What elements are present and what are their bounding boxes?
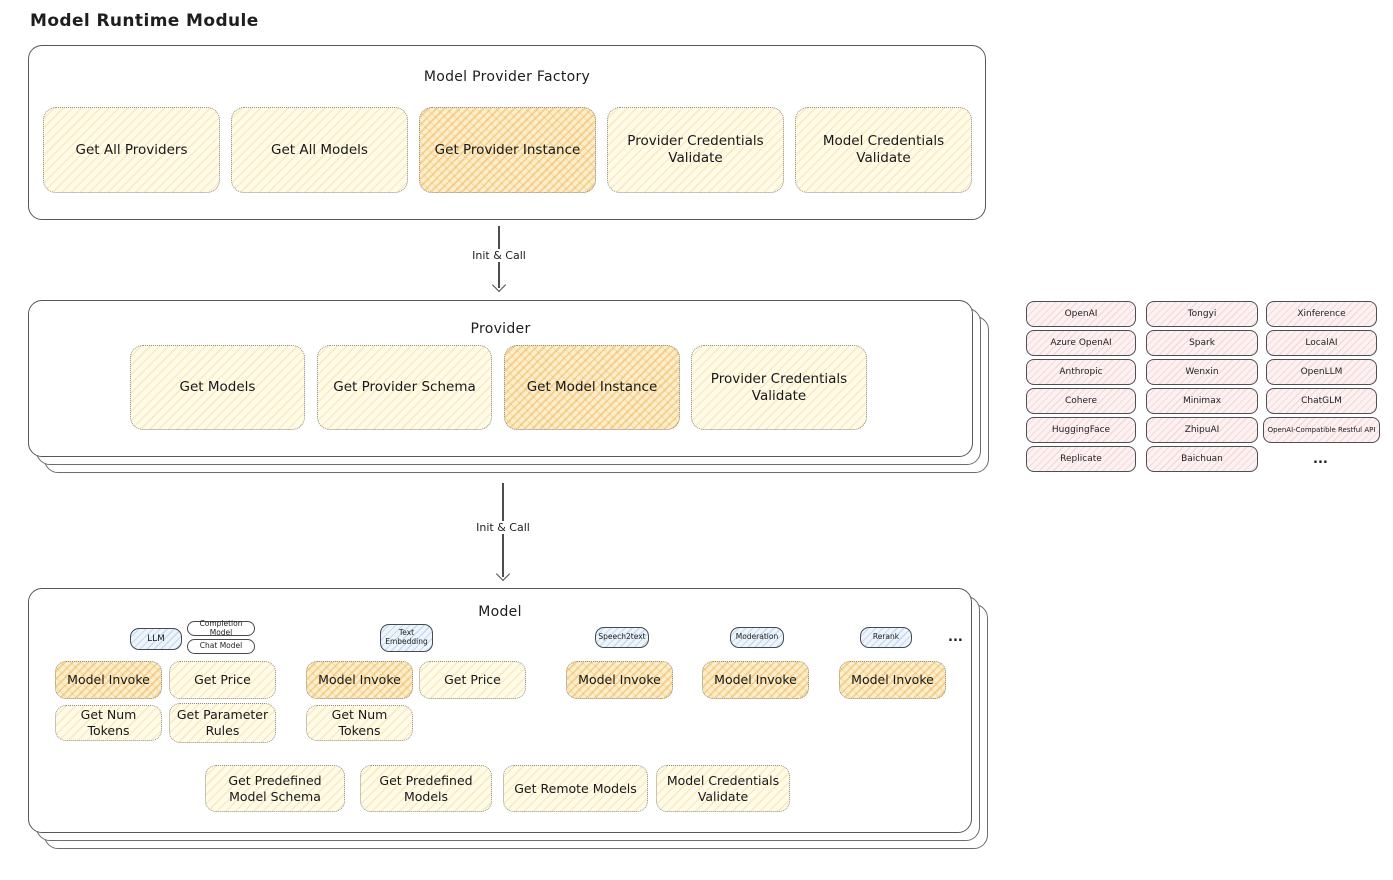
model-node-model-credentials-validate: Model Credentials Validate bbox=[656, 765, 790, 812]
provider-chip-spark: Spark bbox=[1146, 330, 1258, 356]
arrow-label-init-call-2: Init & Call bbox=[469, 521, 537, 534]
model-type-pill-llm: LLM bbox=[130, 628, 182, 650]
model-node-get-remote-models: Get Remote Models bbox=[503, 765, 648, 812]
provider-chip-chatglm: ChatGLM bbox=[1266, 388, 1377, 414]
model-type-pill-rerank: Rerank bbox=[860, 627, 912, 648]
provider-node-provider-credentials-validate: Provider Credentials Validate bbox=[691, 345, 867, 430]
provider-node-get-model-instance: Get Model Instance bbox=[504, 345, 680, 430]
provider-chip-openai: OpenAI bbox=[1026, 301, 1136, 327]
provider-chip-cohere: Cohere bbox=[1026, 388, 1136, 414]
model-node-speech2text-model-invoke: Model Invoke bbox=[566, 661, 673, 699]
provider-chip-replicate: Replicate bbox=[1026, 446, 1136, 472]
model-types-more-ellipsis: ... bbox=[948, 630, 963, 645]
model-type-pill-speech2text: Speech2text bbox=[595, 627, 649, 648]
model-node-text-embedding-get-price: Get Price bbox=[419, 661, 526, 699]
provider-box-title: Provider bbox=[470, 321, 531, 337]
model-type-tag-completion-model: Completion Model bbox=[187, 619, 255, 636]
provider-chip-wenxin: Wenxin bbox=[1146, 359, 1258, 385]
model-box-title: Model bbox=[478, 604, 522, 620]
model-node-llm-get-price: Get Price bbox=[169, 661, 276, 699]
model-type-tag-chat-model: Chat Model bbox=[187, 639, 255, 654]
provider-chip-azure-openai: Azure OpenAI bbox=[1026, 330, 1136, 356]
model-node-text-embedding-model-invoke: Model Invoke bbox=[306, 661, 413, 699]
model-node-get-predefined-models: Get Predefined Models bbox=[360, 765, 492, 812]
model-node-moderation-model-invoke: Model Invoke bbox=[702, 661, 809, 699]
provider-node-get-provider-schema: Get Provider Schema bbox=[317, 345, 492, 430]
provider-chip-zhipuai: ZhipuAI bbox=[1146, 417, 1258, 443]
arrow-label-init-call-1: Init & Call bbox=[465, 249, 533, 262]
factory-node-get-provider-instance: Get Provider Instance bbox=[419, 107, 596, 193]
provider-chip-huggingface: HuggingFace bbox=[1026, 417, 1136, 443]
model-node-get-predefined-model-schema: Get Predefined Model Schema bbox=[205, 765, 345, 812]
provider-chip-localai: LocalAI bbox=[1266, 330, 1377, 356]
factory-box-title: Model Provider Factory bbox=[423, 69, 591, 85]
model-node-rerank-model-invoke: Model Invoke bbox=[839, 661, 946, 699]
model-node-llm-get-num-tokens: Get Num Tokens bbox=[55, 705, 162, 741]
factory-node-get-all-providers: Get All Providers bbox=[43, 107, 220, 193]
provider-chip-xinference: Xinference bbox=[1266, 301, 1377, 327]
factory-node-get-all-models: Get All Models bbox=[231, 107, 408, 193]
provider-chip-openai-compatible-restful-api: OpenAI-Compatible Restful API bbox=[1263, 417, 1380, 443]
provider-chip-minimax: Minimax bbox=[1146, 388, 1258, 414]
provider-chip-tongyi: Tongyi bbox=[1146, 301, 1258, 327]
provider-grid-more-ellipsis: ... bbox=[1313, 452, 1328, 467]
model-type-pill-moderation: Moderation bbox=[730, 627, 784, 648]
provider-chip-openllm: OpenLLM bbox=[1266, 359, 1377, 385]
model-node-llm-get-parameter-rules: Get Parameter Rules bbox=[169, 703, 276, 743]
factory-node-model-credentials-validate: Model Credentials Validate bbox=[795, 107, 972, 193]
page-title: Model Runtime Module bbox=[30, 11, 259, 31]
arrow-down-head-icon bbox=[495, 566, 511, 582]
provider-node-get-models: Get Models bbox=[130, 345, 305, 430]
model-node-text-embedding-get-num-tokens: Get Num Tokens bbox=[306, 705, 413, 741]
model-node-llm-model-invoke: Model Invoke bbox=[55, 661, 162, 699]
model-type-pill-text-embedding: Text Embedding bbox=[380, 624, 433, 652]
factory-node-provider-credentials-validate: Provider Credentials Validate bbox=[607, 107, 784, 193]
arrow-down-head-icon bbox=[491, 277, 507, 293]
provider-chip-anthropic: Anthropic bbox=[1026, 359, 1136, 385]
provider-chip-baichuan: Baichuan bbox=[1146, 446, 1258, 472]
